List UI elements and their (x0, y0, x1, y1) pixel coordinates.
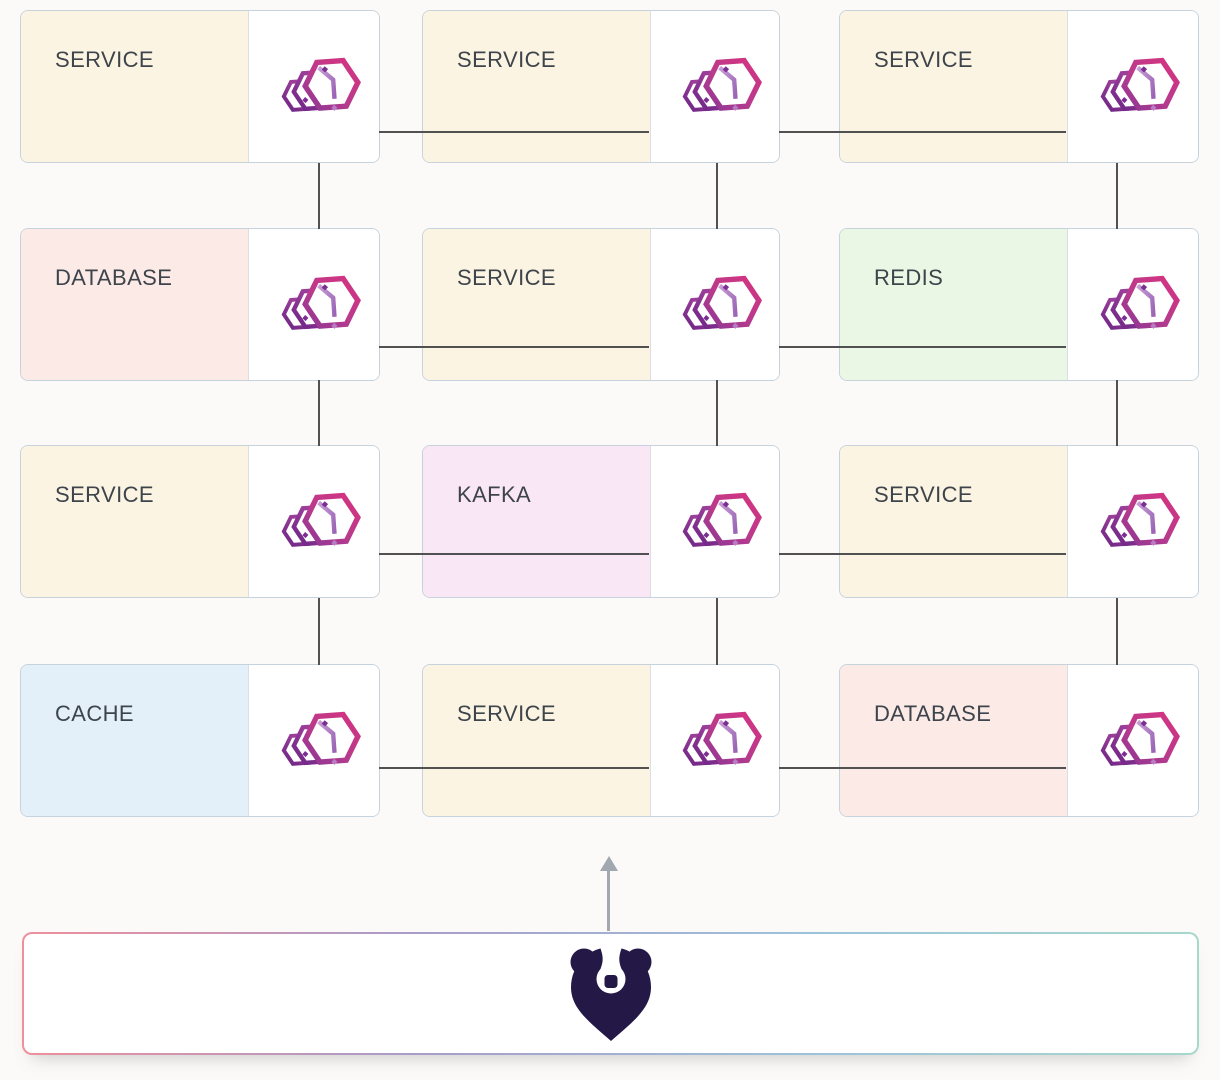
edge-connector (379, 553, 649, 555)
containers-cube-icon (274, 706, 362, 776)
edge-connector (716, 598, 718, 665)
bear-logo-icon (570, 946, 651, 1041)
node-label: KAFKA (423, 446, 650, 597)
node-database-2[interactable]: DATABASE (839, 664, 1199, 817)
node-label: SERVICE (423, 229, 650, 380)
node-label: SERVICE (840, 11, 1067, 162)
icon-panel (650, 665, 779, 816)
containers-cube-icon (675, 270, 763, 340)
edge-connector (779, 767, 1066, 769)
icon-panel (1067, 11, 1198, 162)
edge-connector (779, 346, 1066, 348)
platform-panel[interactable] (22, 932, 1199, 1055)
node-service-3[interactable]: SERVICE (839, 10, 1199, 163)
node-label: SERVICE (840, 446, 1067, 597)
icon-panel (248, 665, 379, 816)
node-database-1[interactable]: DATABASE (20, 228, 380, 381)
node-service-6[interactable]: SERVICE (839, 445, 1199, 598)
edge-connector (716, 163, 718, 229)
icon-panel (1067, 446, 1198, 597)
icon-panel (248, 229, 379, 380)
node-service-4[interactable]: SERVICE (422, 228, 780, 381)
containers-cube-icon (675, 706, 763, 776)
containers-cube-icon (1093, 270, 1181, 340)
icon-panel (650, 11, 779, 162)
containers-cube-icon (675, 52, 763, 122)
containers-cube-icon (274, 270, 362, 340)
up-arrow-stem (607, 870, 610, 931)
node-service-1[interactable]: SERVICE (20, 10, 380, 163)
edge-connector (1116, 163, 1118, 229)
edge-connector (318, 163, 320, 229)
icon-panel (650, 229, 779, 380)
node-label: DATABASE (840, 665, 1067, 816)
icon-panel (248, 11, 379, 162)
edge-connector (379, 346, 649, 348)
icon-panel (248, 446, 379, 597)
containers-cube-icon (1093, 487, 1181, 557)
up-arrow (600, 856, 618, 871)
node-kafka[interactable]: KAFKA (422, 445, 780, 598)
node-service-2[interactable]: SERVICE (422, 10, 780, 163)
icon-panel (1067, 665, 1198, 816)
node-label: DATABASE (21, 229, 248, 380)
node-label: REDIS (840, 229, 1067, 380)
node-cache[interactable]: CACHE (20, 664, 380, 817)
edge-connector (1116, 380, 1118, 446)
containers-cube-icon (675, 487, 763, 557)
containers-cube-icon (274, 487, 362, 557)
node-label: SERVICE (423, 11, 650, 162)
node-label: SERVICE (21, 11, 248, 162)
edge-connector (716, 380, 718, 446)
edge-connector (779, 131, 1066, 133)
edge-connector (318, 598, 320, 665)
node-label: SERVICE (423, 665, 650, 816)
edge-connector (379, 767, 649, 769)
node-label: SERVICE (21, 446, 248, 597)
node-service-7[interactable]: SERVICE (422, 664, 780, 817)
edge-connector (779, 553, 1066, 555)
icon-panel (1067, 229, 1198, 380)
node-service-5[interactable]: SERVICE (20, 445, 380, 598)
edge-connector (379, 131, 649, 133)
edge-connector (1116, 598, 1118, 665)
containers-cube-icon (274, 52, 362, 122)
containers-cube-icon (1093, 706, 1181, 776)
node-label: CACHE (21, 665, 248, 816)
node-redis[interactable]: REDIS (839, 228, 1199, 381)
icon-panel (650, 446, 779, 597)
containers-cube-icon (1093, 52, 1181, 122)
edge-connector (318, 380, 320, 446)
platform-panel-body (24, 934, 1197, 1053)
